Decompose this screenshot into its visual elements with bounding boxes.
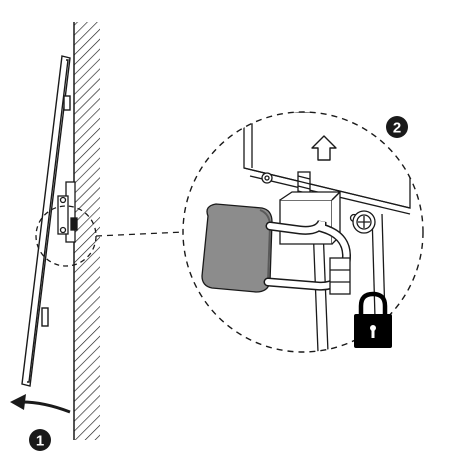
connector-line [95, 231, 185, 237]
step-2-number: 2 [393, 120, 401, 137]
tv-panel [21, 55, 71, 387]
padlock-locked-icon [354, 291, 392, 348]
curved-arrow-left-icon [10, 394, 71, 414]
step-1-badge: 1 [29, 429, 51, 451]
up-arrow-icon [311, 135, 337, 161]
wall-bracket [57, 181, 78, 243]
step-1-number: 1 [36, 433, 44, 450]
step-2-badge: 2 [386, 116, 408, 138]
